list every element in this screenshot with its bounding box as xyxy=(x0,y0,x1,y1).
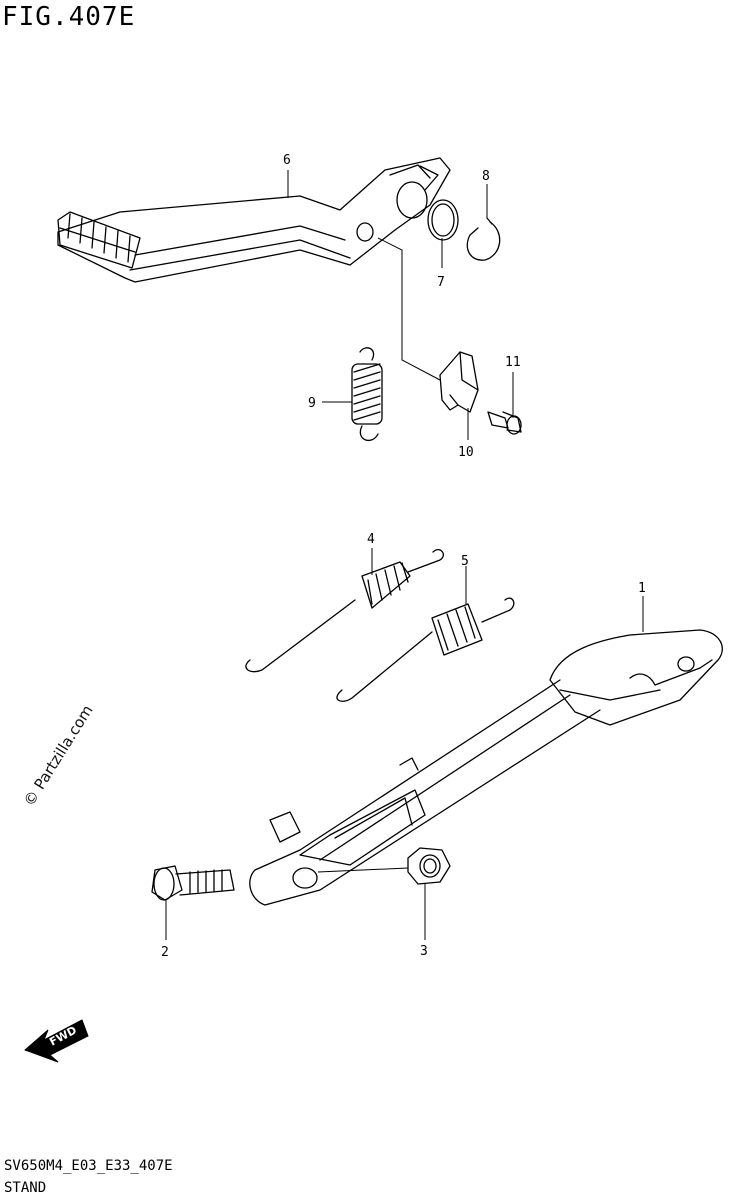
spring-4[interactable] xyxy=(245,548,444,673)
callout-5: 5 xyxy=(461,554,469,569)
callout-9: 9 xyxy=(308,396,316,411)
callout-3: 3 xyxy=(420,944,428,959)
nut-3[interactable] xyxy=(407,847,451,885)
callout-11: 11 xyxy=(505,355,521,370)
figure-code: SV650M4_E03_E33_407E xyxy=(4,1158,173,1174)
bolt-11[interactable] xyxy=(487,411,522,435)
spring-5[interactable] xyxy=(336,597,515,702)
figure-name: STAND xyxy=(4,1180,47,1196)
callout-10: 10 xyxy=(458,445,474,460)
callout-8: 8 xyxy=(482,169,490,184)
callout-6: 6 xyxy=(283,153,291,168)
pedal-tread xyxy=(57,211,141,269)
fwd-arrow-icon: FWD xyxy=(24,1019,89,1063)
figure-title: FIG.407E xyxy=(2,2,136,32)
callout-7: 7 xyxy=(437,275,445,290)
leader-lines xyxy=(165,170,644,940)
side-stand[interactable] xyxy=(249,629,723,906)
ring-7[interactable] xyxy=(427,199,459,241)
spring-9[interactable] xyxy=(351,347,383,442)
pedal-arm[interactable] xyxy=(57,157,451,283)
callout-1: 1 xyxy=(638,581,646,596)
bracket-10[interactable] xyxy=(439,351,479,413)
callout-4: 4 xyxy=(367,532,375,547)
circlip-8[interactable] xyxy=(466,217,501,261)
callout-2: 2 xyxy=(161,945,169,960)
pivot-bolt-2[interactable] xyxy=(151,865,235,901)
